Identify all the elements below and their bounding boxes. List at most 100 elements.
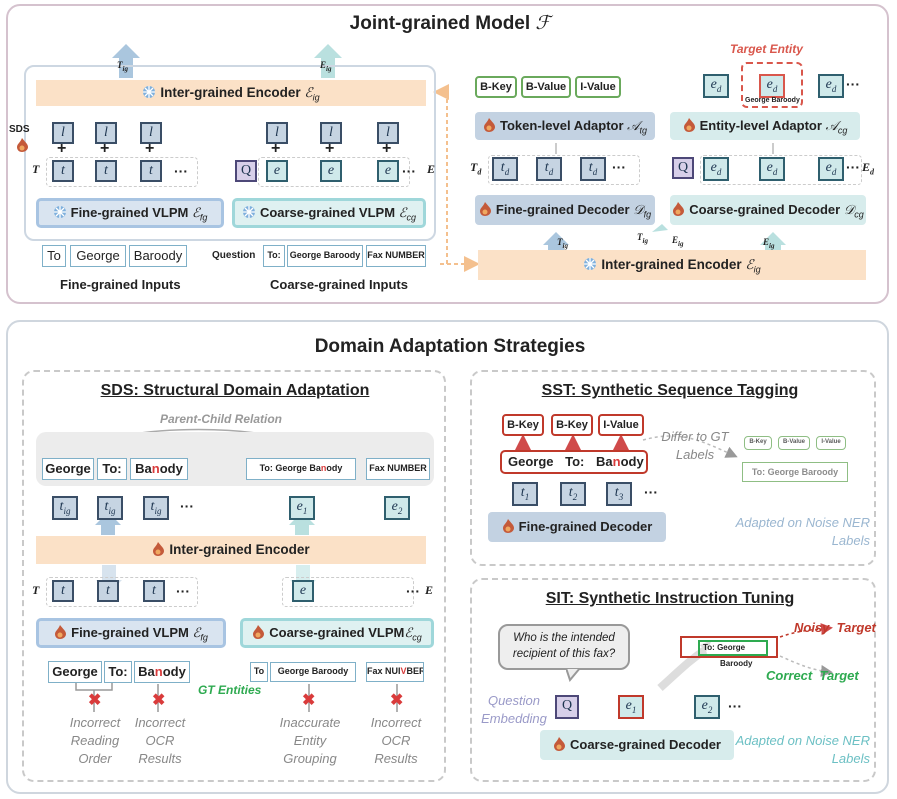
- error-reading-order: Incorrect Reading Order: [69, 715, 121, 766]
- ellipsis: ···: [644, 484, 658, 500]
- coarse-grained-vlpm: Coarse-grained VLPM ℰcg: [232, 198, 426, 228]
- sst-fine-grained-decoder: Fine-grained Decoder: [488, 512, 666, 542]
- sit-e1: e1: [618, 695, 644, 719]
- sit-panel: [470, 578, 876, 782]
- error-ocr-1: Incorrect OCR Results: [134, 715, 186, 766]
- fire-icon: [253, 625, 265, 639]
- ellipsis: ···: [402, 163, 416, 179]
- sst-t3: t3: [606, 482, 632, 506]
- ed-token-2: ed: [759, 157, 785, 181]
- fire-icon: [554, 737, 565, 751]
- fire-icon: [17, 138, 28, 152]
- inter-grained-left-frame: [24, 65, 436, 241]
- ellipsis: ···: [406, 583, 420, 599]
- sit-adapted-label: Adapted on Noise NER Labels: [735, 733, 870, 766]
- token-level-adaptor: Token-level Adaptor 𝒜tg: [475, 112, 655, 140]
- coarse-grained-decoder-top: Coarse-grained Decoder 𝒟cg: [670, 195, 866, 225]
- ellipsis: ···: [174, 163, 188, 179]
- snowflake-icon: [584, 258, 597, 270]
- sds-coarse-grained-vlpm: Coarse-grained VLPMℰcg: [240, 618, 434, 648]
- question-bubble: Who is the intended recipient of this fa…: [498, 624, 630, 670]
- sds-inter-grained-encoder: Inter-grained Encoder: [36, 536, 426, 564]
- fire-icon: [153, 542, 165, 556]
- joint-model-title: Joint-grained Model ℱ: [349, 13, 551, 34]
- fire-icon: [502, 519, 514, 533]
- l-token-3: l: [140, 122, 162, 144]
- joint-grained-model-panel: [6, 4, 889, 304]
- q-token-right: Q: [672, 157, 694, 179]
- sst-t2: t2: [560, 482, 586, 506]
- sds-e-row: [282, 577, 414, 607]
- bio-tag-b-key: B-Key: [475, 76, 517, 98]
- cross-icon: ✖: [88, 692, 102, 709]
- l-token-4: l: [266, 122, 288, 144]
- snowflake-icon: [143, 86, 156, 98]
- fire-icon: [683, 118, 695, 132]
- q-token: Q: [235, 160, 257, 182]
- e-ig-label: Eig: [320, 60, 332, 73]
- sds-e-token: e: [292, 580, 314, 602]
- l-token-5: l: [320, 122, 342, 144]
- ellipsis: ···: [612, 159, 626, 175]
- sit-coarse-grained-decoder: Coarse-grained Decoder: [540, 730, 734, 760]
- target-entity-label: Target Entity: [730, 42, 803, 56]
- e-token-2: e: [320, 160, 342, 182]
- plus-sign: +: [100, 140, 110, 157]
- snowflake-icon: [242, 206, 255, 218]
- l-token-1: l: [52, 122, 74, 144]
- sst-word-box: George To: Banody: [500, 450, 648, 474]
- domain-adaptation-panel: [6, 320, 889, 794]
- sds-t-label: T: [32, 583, 40, 597]
- ed-row: [700, 155, 862, 185]
- sds-tig-3: tig: [143, 496, 169, 520]
- plus-sign: +: [382, 140, 392, 157]
- e-token-1: e: [266, 160, 288, 182]
- sst-title: SST: Synthetic Sequence Tagging: [541, 382, 799, 399]
- ed-token-1: ed: [703, 157, 729, 181]
- t-row-label: T: [32, 162, 40, 176]
- parent-child-relation-label: Parent-Child Relation: [160, 412, 283, 426]
- e-ig-right-1: Eig: [672, 235, 684, 248]
- coarse-input-fax: Fax NUMBER: [366, 245, 426, 267]
- cross-icon: ✖: [302, 692, 316, 709]
- e-token-row: [258, 157, 410, 187]
- td-token-2: td: [536, 157, 562, 181]
- sds-t-2: t: [97, 580, 119, 602]
- question-embedding-label: Question Embedding: [481, 693, 547, 726]
- t-token-3: t: [140, 160, 162, 182]
- sds-title: SDS: Structural Domain Adaptation: [100, 382, 370, 399]
- ed-output-1: ed: [703, 74, 729, 98]
- ed-label: Ed: [862, 160, 875, 177]
- e-ig-right-2: Eig: [763, 237, 775, 250]
- sds-e1: e1: [289, 496, 315, 520]
- sds-entity-2: Fax NUMBER: [366, 458, 430, 480]
- fine-grained-decoder-top: Fine-grained Decoder 𝒟fg: [475, 195, 655, 225]
- sst-panel: [470, 370, 876, 566]
- e-token-3: e: [377, 160, 399, 182]
- sit-e2: e2: [694, 695, 720, 719]
- fine-grained-vlpm: Fine-grained VLPM ℰfg: [36, 198, 224, 228]
- ed-token-3: ed: [818, 157, 844, 181]
- sds-in-george-baroody: George Baroody: [270, 662, 356, 682]
- correct-target-label: Correct Target: [766, 668, 859, 683]
- t-token-2: t: [95, 160, 117, 182]
- domain-adaptation-title: Domain Adaptation Strategies: [314, 336, 586, 357]
- ellipsis: ···: [846, 159, 860, 175]
- sds-word-banody: Banody: [130, 458, 188, 480]
- sds-e2: e2: [384, 496, 410, 520]
- coarse-input-name: George Baroody: [287, 245, 363, 267]
- ellipsis: ···: [180, 498, 194, 514]
- sds-in-george: George: [48, 661, 102, 683]
- sds-t-1: t: [52, 580, 74, 602]
- fire-icon: [55, 625, 67, 639]
- sds-t-3: t: [143, 580, 165, 602]
- gt-labels-thumbnail: B-Key B-Value I-Value To: George Baroody: [740, 432, 852, 486]
- ed-output-3: ed: [818, 74, 844, 98]
- e-ig-arrow: [314, 44, 342, 78]
- target-name-label: George Baroody: [745, 97, 800, 104]
- l-token-6: l: [377, 122, 399, 144]
- sds-in-fax: Fax NUIVBER: [366, 662, 424, 682]
- sds-panel: [22, 370, 446, 782]
- cross-icon: ✖: [152, 692, 166, 709]
- question-label: Question: [212, 250, 256, 261]
